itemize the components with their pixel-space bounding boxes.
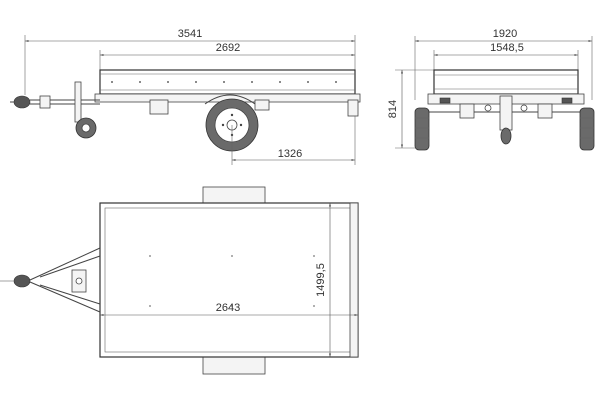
rear-view: 1920 1548,5 814 — [387, 28, 595, 151]
dimension-box-width: 1548,5 — [433, 42, 579, 70]
dimension-label-1499-5: 1499,5 — [315, 263, 327, 297]
dimension-bed-width: 1499,5 — [315, 203, 332, 357]
dimension-label-3541: 3541 — [178, 28, 202, 40]
bed-rivets — [149, 255, 315, 307]
cargo-box-side — [99, 69, 356, 95]
rear-wheel-left — [414, 107, 430, 151]
drawbar — [10, 95, 100, 109]
hitch-handle — [39, 95, 51, 109]
rear-axle-assembly — [428, 95, 584, 145]
hitch-coupling-top — [13, 274, 31, 288]
rear-wheel-right — [579, 107, 595, 151]
dimension-label-1326: 1326 — [278, 148, 302, 160]
dimension-label-1548-5: 1548,5 — [490, 42, 524, 54]
dimension-overall-length: 3541 — [24, 28, 356, 95]
dimension-label-2643: 2643 — [216, 302, 240, 314]
rear-light-left — [439, 97, 451, 104]
side-view: 3541 2692 — [10, 28, 361, 165]
dimension-label-814: 814 — [387, 100, 399, 118]
dimension-label-1920: 1920 — [493, 28, 517, 40]
dimension-overall-width: 1920 — [414, 28, 593, 100]
cargo-box-rear — [433, 69, 579, 95]
jockey-wheel — [74, 81, 97, 139]
tailgate — [349, 202, 359, 358]
dimension-box-length: 2692 — [99, 42, 355, 70]
hitch-coupling — [13, 95, 31, 109]
main-wheel — [149, 94, 270, 152]
rear-light-bracket — [347, 99, 359, 117]
box-rivets — [111, 81, 337, 83]
drawbar-top — [0, 247, 101, 313]
rear-light-right — [561, 97, 573, 104]
dimension-label-2692: 2692 — [216, 42, 240, 54]
dimension-axle-to-rear: 1326 — [231, 116, 356, 165]
top-view: 2643 1499,5 — [0, 186, 359, 375]
jockey-wheel-rear — [499, 95, 513, 131]
cargo-bed — [99, 202, 359, 358]
dimension-bed-length: 2643 — [100, 302, 358, 317]
